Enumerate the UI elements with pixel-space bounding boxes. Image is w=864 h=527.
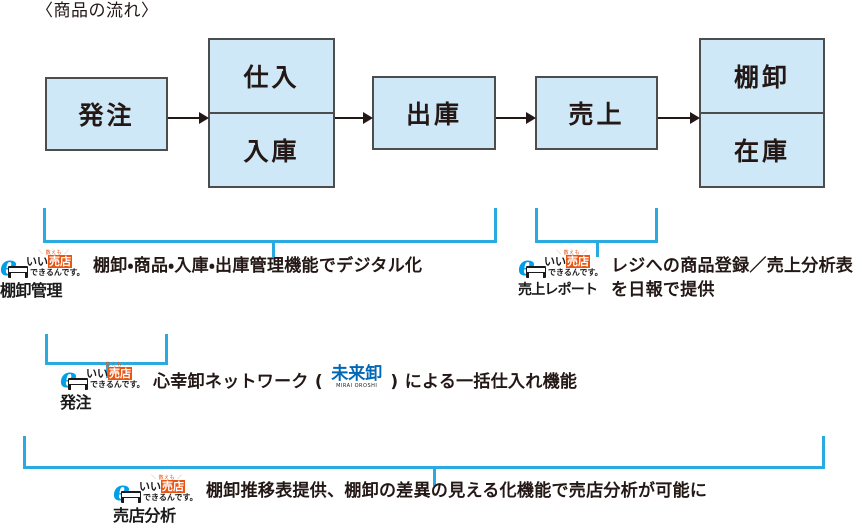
logo-ii-baiten: いい売店	[139, 480, 185, 493]
bracket-stem	[596, 240, 599, 257]
shop-icon	[526, 266, 546, 278]
process-box-uriage: 売上	[535, 76, 658, 150]
logo-mark: e ＼ 数えも ／ いい売店 できるんです。	[518, 250, 603, 280]
e-ii-baiten-logo: e ＼ 数えも ／ いい売店 できるんです。 発注	[60, 362, 145, 412]
e-ii-baiten-logo: e ＼ 数えも ／ いい売店 できるんです。 売上レポート	[518, 250, 603, 300]
bracket-stem	[272, 240, 275, 257]
logo-tagline-top: ＼ 数えも ／	[151, 475, 183, 481]
page-title: 〈商品の流れ〉	[36, 1, 159, 21]
bracket-stem	[433, 466, 436, 486]
flow-arrow-icon	[496, 112, 536, 124]
process-cell-label: 仕入	[243, 63, 300, 92]
shop-icon	[121, 491, 141, 503]
feature-row-baiten-bunseki: e ＼ 数えも ／ いい売店 できるんです。 売店分析 棚卸推移表提供、棚卸の差…	[113, 475, 708, 525]
logo-dekirundesu: できるんです。	[548, 268, 603, 277]
process-cell-label: 売上	[568, 100, 625, 129]
flow-arrow-icon	[658, 112, 700, 124]
arrow-head	[199, 112, 209, 124]
logo-ii: いい	[544, 255, 566, 268]
logo-dekirundesu: できるんです。	[90, 380, 145, 389]
feature-row-uriage-report: e ＼ 数えも ／ いい売店 できるんです。 売上レポート レジへの商品登録／売…	[518, 250, 861, 302]
logo-product-name: 売店分析	[113, 506, 176, 525]
process-box-shiire-nyuko: 仕入 入庫	[208, 38, 335, 188]
description-before: 心幸卸ネットワーク (	[153, 372, 330, 392]
logo-product-name: 棚卸管理	[0, 281, 63, 300]
logo-baiten: 売店	[108, 367, 132, 380]
process-box-hatchu: 発注	[45, 77, 168, 151]
arrow-shaft	[658, 117, 691, 119]
mirai-oroshi-main: 未来卸	[331, 364, 383, 384]
flow-arrow-icon	[335, 112, 373, 124]
logo-ii: いい	[26, 255, 48, 268]
process-cell-label: 棚卸	[733, 63, 790, 92]
process-cell-label: 在庫	[701, 112, 823, 186]
bracket-connector-hatchu	[45, 334, 168, 378]
logo-mark: e ＼ 数えも ／ いい売店 できるんです。	[113, 475, 198, 505]
logo-baiten: 売店	[566, 255, 590, 268]
bracket-connector-baiten	[23, 436, 825, 486]
process-cell-label: 入庫	[210, 112, 333, 186]
logo-baiten: 売店	[161, 480, 185, 493]
logo-product-name: 売上レポート	[518, 282, 598, 298]
logo-mark: e ＼ 数えも ／ いい売店 できるんです。	[60, 362, 145, 392]
logo-dekirundesu: できるんです。	[143, 493, 198, 502]
arrow-head	[526, 112, 536, 124]
mirai-oroshi-subtitle: MIRAI OROSHI	[336, 383, 378, 389]
logo-tagline-top: ＼ 数えも ／	[98, 362, 130, 368]
logo-ii: いい	[139, 480, 161, 493]
logo-product-name: 発注	[60, 393, 92, 412]
process-cell-label: 発注	[78, 101, 135, 130]
logo-tagline-top: ＼ 数えも ／	[38, 250, 70, 256]
arrow-head	[363, 112, 373, 124]
e-ii-baiten-logo: e ＼ 数えも ／ いい売店 できるんです。 棚卸管理	[0, 250, 85, 300]
flow-arrow-icon	[168, 112, 209, 124]
arrow-shaft	[335, 117, 364, 119]
logo-ii: いい	[86, 367, 108, 380]
logo-dekirundesu: できるんです。	[30, 268, 85, 277]
logo-ii-baiten: いい売店	[26, 255, 72, 268]
logo-tagline-top: ＼ 数えも ／	[556, 250, 588, 256]
logo-mark: e ＼ 数えも ／ いい売店 できるんです。	[0, 250, 85, 280]
feature-description: レジへの商品登録／売上分析表を日報で提供	[611, 256, 854, 300]
process-box-shukko: 出庫	[372, 76, 496, 150]
arrow-head	[690, 112, 700, 124]
bracket-connector-tanaoroshi	[43, 208, 497, 257]
logo-ii-baiten: いい売店	[86, 367, 132, 380]
shop-icon	[68, 378, 88, 390]
feature-description: 棚卸・商品・入庫・出庫管理機能でデジタル化	[93, 256, 423, 276]
bracket-stem	[106, 362, 109, 378]
logo-ii-baiten: いい売店	[544, 255, 590, 268]
bracket-connector-uriage	[535, 208, 658, 257]
feature-description: 棚卸推移表提供、棚卸の差異の見える化機能で売店分析が可能に	[206, 481, 708, 501]
logo-baiten: 売店	[48, 255, 72, 268]
shop-icon	[8, 266, 28, 278]
process-cell-label: 出庫	[405, 100, 462, 129]
description-after: ) による一括仕入れ機能	[384, 372, 578, 392]
e-ii-baiten-logo: e ＼ 数えも ／ いい売店 できるんです。 売店分析	[113, 475, 198, 525]
feature-row-hatchu: e ＼ 数えも ／ いい売店 できるんです。 発注 心幸卸ネットワーク ( 未来…	[60, 362, 577, 412]
arrow-shaft	[496, 117, 527, 119]
feature-row-tanaoroshi-kanri: e ＼ 数えも ／ いい売店 できるんです。 棚卸管理 棚卸・商品・入庫・出庫管…	[0, 250, 423, 300]
process-box-tanaoroshi-zaiko: 棚卸 在庫	[699, 38, 825, 188]
arrow-shaft	[168, 117, 200, 119]
